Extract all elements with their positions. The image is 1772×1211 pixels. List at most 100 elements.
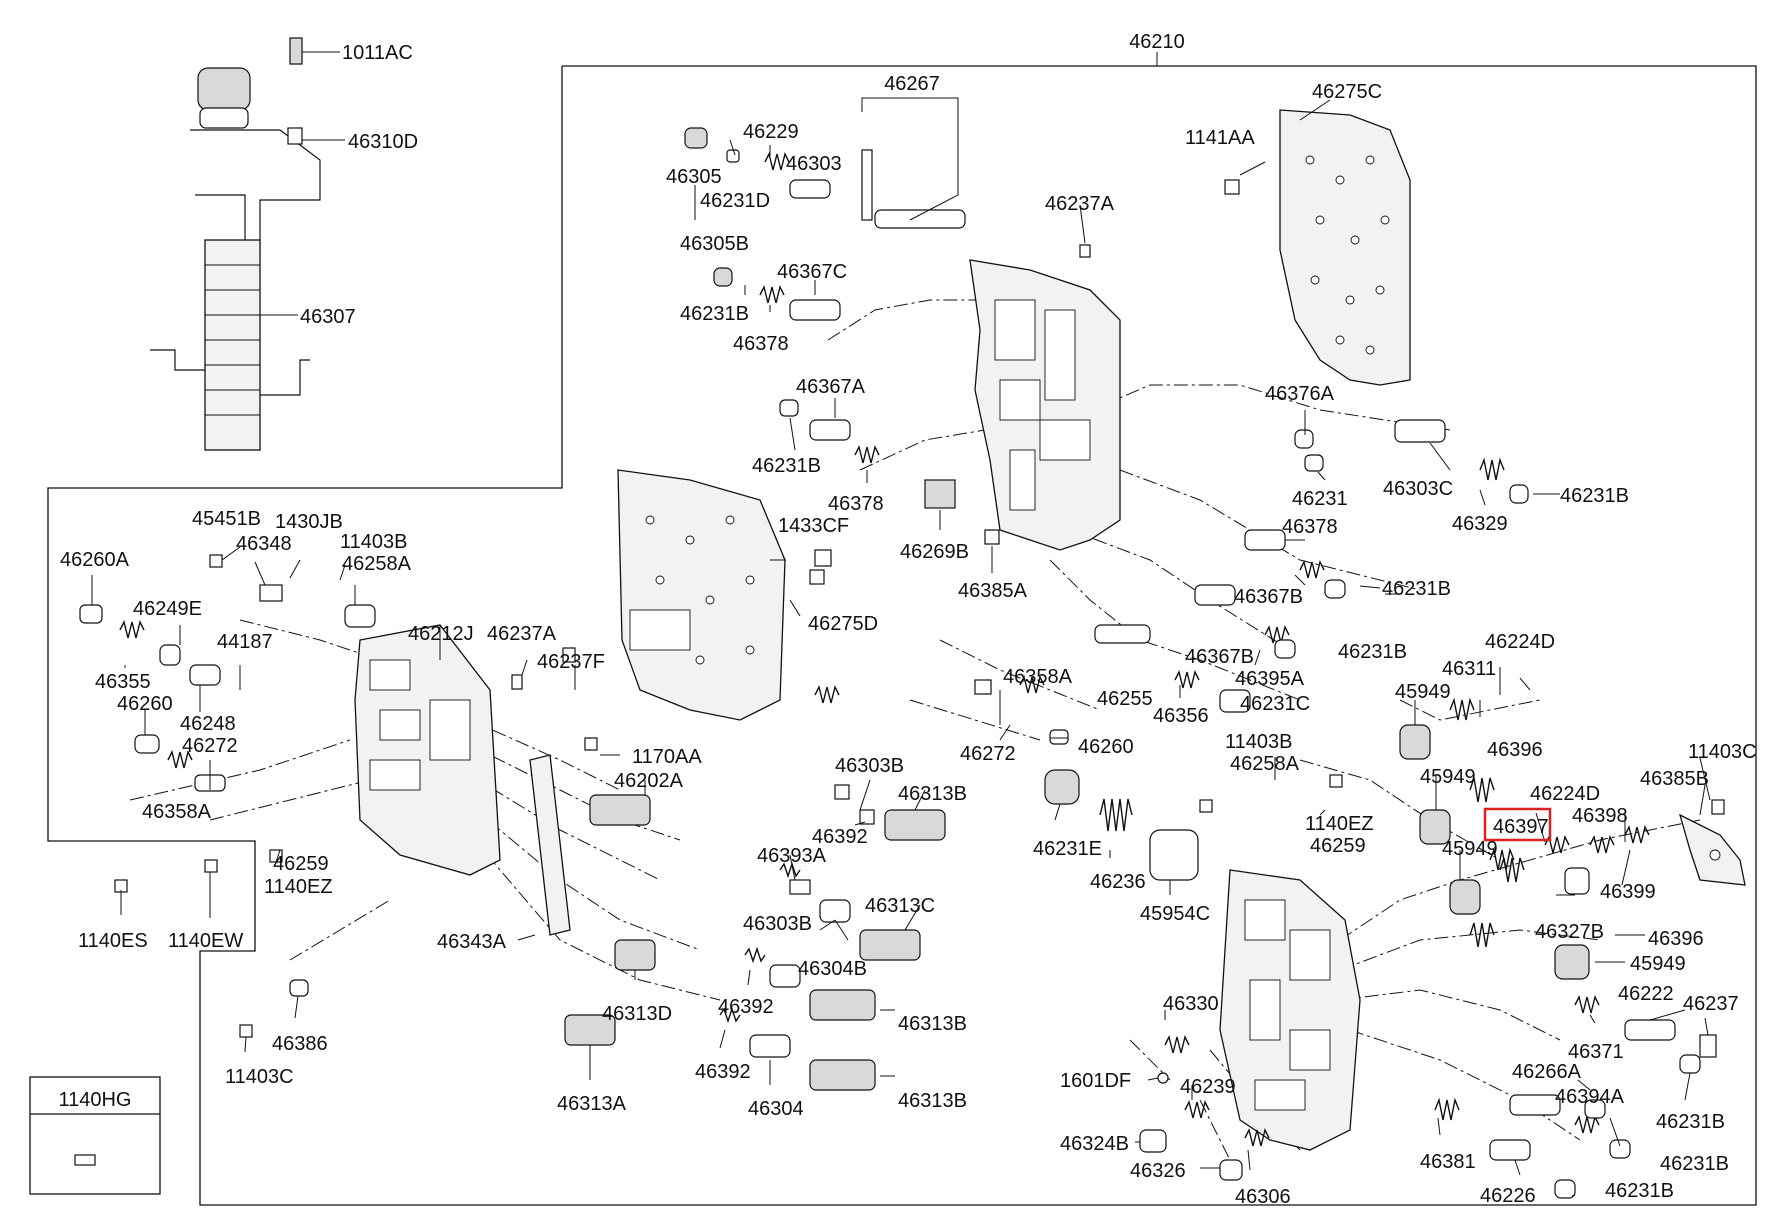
label-46378-a: 46378 — [733, 333, 789, 355]
label-46304: 46304 — [748, 1098, 804, 1120]
label-45954c: 45954C — [1140, 903, 1210, 925]
label-46393a: 46393A — [757, 845, 827, 867]
label-46267: 46267 — [884, 73, 940, 95]
label-1140ez-a: 1140EZ — [1305, 813, 1374, 835]
label-46237a-top: 46237A — [1045, 193, 1115, 215]
label-46358a-a: 46358A — [142, 801, 212, 823]
label-46371: 46371 — [1568, 1041, 1624, 1063]
label-46210: 46210 — [1129, 31, 1185, 53]
label-46231b-c: 46231B — [1560, 485, 1629, 507]
label-46392-b: 46392 — [718, 996, 774, 1018]
bolt-1140hg-box — [29, 1076, 161, 1195]
label-46202a: 46202A — [614, 770, 684, 792]
label-46313c: 46313C — [865, 895, 935, 917]
label-46258a-a: 46258A — [342, 553, 412, 575]
label-46326: 46326 — [1130, 1160, 1186, 1182]
label-1140ez-b: 1140EZ — [264, 876, 333, 898]
label-46260-b: 46260 — [1078, 736, 1134, 758]
label-46266a: 46266A — [1512, 1061, 1582, 1083]
valve-body-upper — [969, 259, 1121, 551]
label-46255: 46255 — [1097, 688, 1153, 710]
solenoid-46313b — [884, 809, 946, 841]
label-46258a-b: 46258A — [1230, 753, 1300, 775]
label-46395a: 46395A — [1235, 668, 1305, 690]
label-46385b: 46385B — [1640, 768, 1709, 790]
clip-46310d — [287, 127, 303, 145]
label-46259-b: 46259 — [273, 853, 329, 875]
label-46239: 46239 — [1180, 1076, 1236, 1098]
label-46260-a: 46260 — [117, 693, 173, 715]
label-46303c: 46303C — [1383, 478, 1453, 500]
label-46231b-h: 46231B — [1605, 1180, 1674, 1202]
label-46367a: 46367A — [796, 376, 866, 398]
springs — [119, 151, 1650, 1147]
label-45949-d: 45949 — [1630, 953, 1686, 975]
label-46229: 46229 — [743, 121, 799, 143]
connector-collar — [199, 107, 249, 129]
label-46392-a: 46392 — [812, 826, 868, 848]
label-1433cf: 1433CF — [778, 515, 849, 537]
label-46348: 46348 — [236, 533, 292, 555]
label-46231c: 46231C — [1240, 693, 1310, 715]
label-46310d: 46310D — [348, 131, 418, 153]
bolt-1141aa — [1224, 179, 1240, 195]
solenoid-46313b-2 — [809, 989, 876, 1021]
label-11403b-b: 11403B — [1225, 731, 1292, 753]
label-46259-a: 46259 — [1310, 835, 1366, 857]
valve-parts — [74, 127, 1725, 1199]
label-46212j: 46212J — [408, 623, 474, 645]
label-46324b: 46324B — [1060, 1133, 1129, 1155]
label-46303b-b: 46303B — [743, 913, 812, 935]
label-46396-b: 46396 — [1648, 928, 1704, 950]
label-46305: 46305 — [666, 166, 722, 188]
separator-plate-46275d — [617, 469, 786, 721]
label-46378-b: 46378 — [828, 493, 884, 515]
harness-connector — [197, 67, 251, 111]
label-46224d-b: 46224D — [1530, 783, 1600, 805]
label-46236: 46236 — [1090, 871, 1146, 893]
label-46231b-a: 46231B — [680, 303, 749, 325]
label-46272-b: 46272 — [960, 743, 1016, 765]
label-46367b-b: 46367B — [1185, 646, 1254, 668]
label-46385a: 46385A — [958, 580, 1028, 602]
valve-body-lower-right — [1219, 869, 1361, 1151]
label-1140hg: 1140HG — [58, 1089, 131, 1111]
label-46237f: 46237F — [537, 651, 605, 673]
label-46237a-mid: 46237A — [487, 623, 557, 645]
label-46394a: 46394A — [1555, 1086, 1625, 1108]
leader-lines — [91, 51, 1711, 1197]
harness-ribbon — [190, 129, 321, 251]
label-46231d: 46231D — [700, 190, 770, 212]
solenoid-46313c — [859, 929, 921, 961]
highlight-box-46397 — [1483, 807, 1552, 842]
label-46313a: 46313A — [557, 1093, 627, 1115]
solenoid-46202a — [589, 794, 651, 826]
label-46226: 46226 — [1480, 1185, 1536, 1207]
label-46275d: 46275D — [808, 613, 878, 635]
label-1601df: 1601DF — [1060, 1070, 1131, 1092]
label-46311: 46311 — [1442, 658, 1496, 680]
solenoid-46313b-3 — [809, 1059, 876, 1091]
label-46367b-a: 46367B — [1234, 586, 1303, 608]
label-11403b-a: 11403B — [340, 531, 407, 553]
filter-46269b — [924, 479, 956, 509]
label-46260a: 46260A — [60, 549, 130, 571]
label-46367c: 46367C — [777, 261, 847, 283]
label-46237: 46237 — [1683, 993, 1739, 1015]
label-46327b: 46327B — [1535, 921, 1604, 943]
upper-valve-body-frame — [47, 65, 1757, 1206]
harness-segments — [205, 264, 260, 416]
label-1141aa: 1141AA — [1185, 127, 1255, 149]
label-46396-a: 46396 — [1487, 739, 1543, 761]
label-45949-a: 45949 — [1395, 681, 1451, 703]
part-number-labels: 46210 1011AC 46310D 46307 46267 46275C 4… — [58, 31, 1756, 1208]
label-45451b: 45451B — [192, 508, 261, 530]
label-46272-a: 46272 — [182, 735, 238, 757]
harness-lead-right — [260, 359, 310, 396]
label-46231b-d: 46231B — [1382, 578, 1451, 600]
label-46231b-e: 46231B — [1338, 641, 1407, 663]
label-46381: 46381 — [1420, 1151, 1476, 1173]
label-46392-c: 46392 — [695, 1061, 751, 1083]
label-46231e: 46231E — [1033, 838, 1102, 860]
label-11403c-b: 11403C — [1688, 741, 1757, 763]
